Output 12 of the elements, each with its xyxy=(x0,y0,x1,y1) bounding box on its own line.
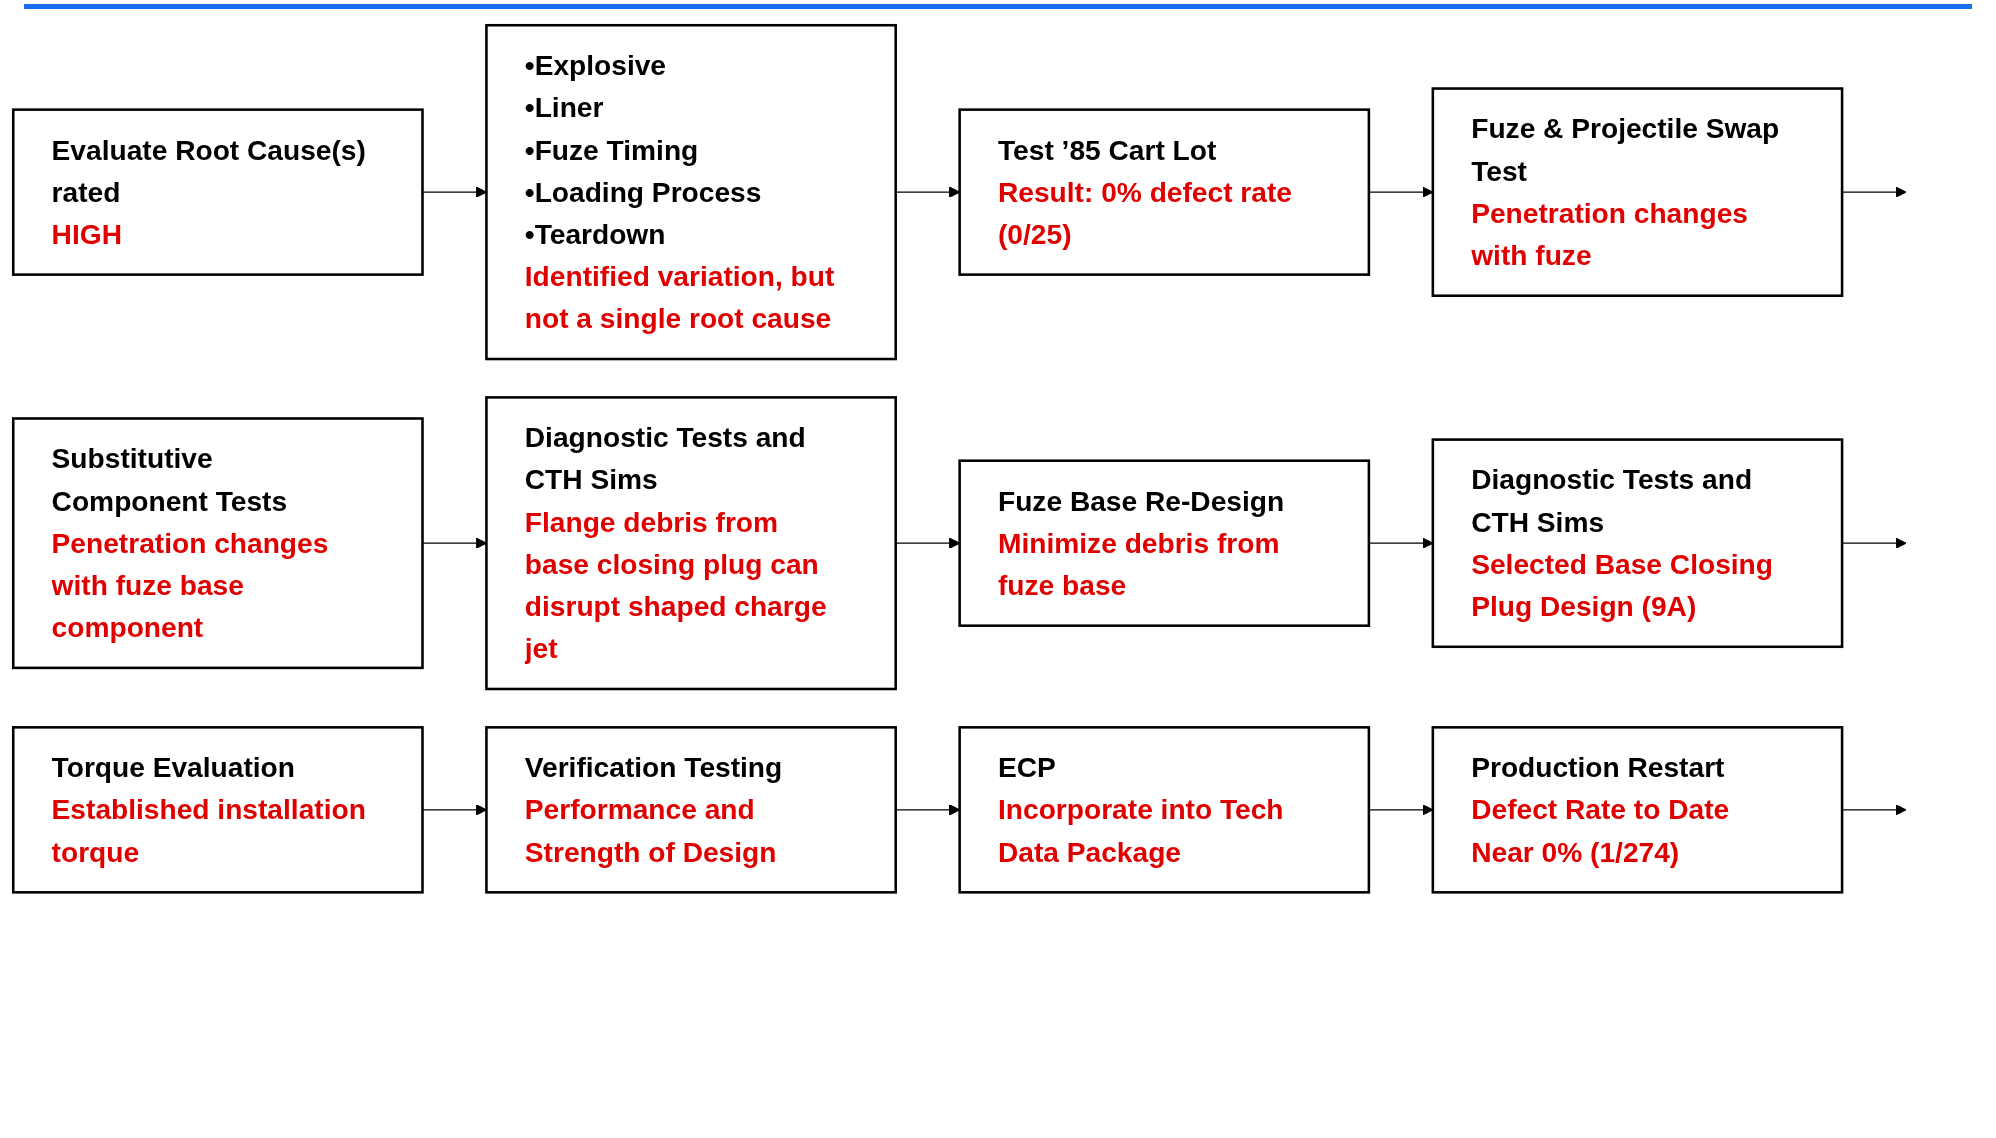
node-box: Diagnostic Tests and CTH Sims Selected Base Closing Plug Design (9A) xyxy=(1431,438,1844,649)
node-box: Fuze & Projectile Swap Test Penetration changes with fuze xyxy=(1431,87,1844,297)
node-box: Evaluate Root Cause(s) rated HIGH xyxy=(11,108,424,276)
node-box: Torque Evaluation Established installation torque xyxy=(11,726,424,894)
node-box: Diagnostic Tests and CTH Sims Flange debris from base closing plug can disrupt shaped charge jet xyxy=(485,396,897,691)
node-box: Test ’85 Cart Lot Result: 0% defect rate (0/25) xyxy=(958,108,1371,276)
node-box: Substitutive Component Tests Penetration changes with fuze base component xyxy=(11,417,424,670)
node-box: Fuze Base Re-Design Minimize debris from fuze base xyxy=(958,459,1371,627)
node-box: •Explosive •Liner •Fuze Timing •Loading Process •Teardown Identified variation, but not a single root cause xyxy=(485,23,897,361)
node-box: Production Restart Defect Rate to Date Near 0% (1/274) xyxy=(1431,726,1844,894)
node-box: Verification Testing Performance and Strength of Design xyxy=(485,726,897,894)
node-box: ECP Incorporate into Tech Data Package xyxy=(958,726,1371,894)
